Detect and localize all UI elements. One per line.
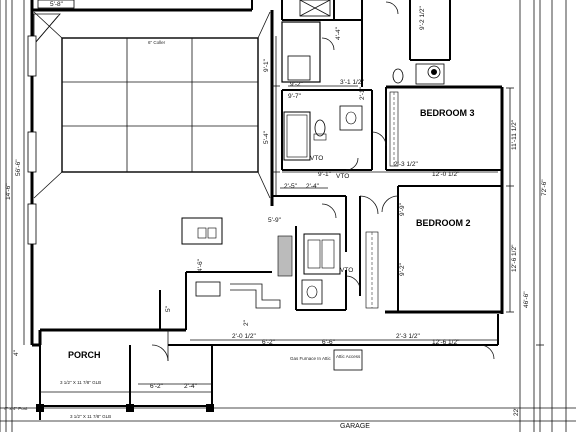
attic-access-box [333, 349, 363, 371]
dim-5-9: 5'-9" [268, 217, 282, 224]
great-room-ceiling-grid [33, 11, 271, 199]
attic-access-label: Attic Access [336, 354, 361, 359]
dim-4: 4" [13, 349, 20, 356]
dim-6-6: 6'-6" [322, 339, 336, 346]
dim-top-left: 5'-8" [50, 1, 64, 8]
hallway [272, 195, 379, 296]
dim-9-1b: 9'-1" [318, 171, 332, 178]
dim-4-4: 4'-4" [335, 26, 342, 40]
bedroom-3 [386, 91, 502, 171]
dim-5: 5" [165, 305, 172, 312]
dim-2-3-a: 2'-3 1/2" [394, 161, 418, 168]
dim-11-11: 11'-11 1/2" [511, 119, 518, 150]
dim-6-2: 6'-2" [262, 339, 276, 346]
dim-2-4b: 2'-4" [184, 383, 198, 390]
dim-right-46: 46'-6" [523, 291, 530, 308]
bedroom-2-label: BEDROOM 2 [416, 218, 471, 228]
dim-9-2b: 9'-2" [399, 262, 406, 276]
dim-left-56: 56'-6" [15, 159, 22, 176]
porch [36, 330, 214, 420]
dim-12-6: 12'-6 1/2" [511, 244, 518, 272]
garage-label: GARAGE [340, 423, 370, 430]
dim-9-9: 9'-9" [399, 202, 406, 216]
dim-12-0: 12'-0 1/2" [432, 171, 460, 178]
post-note: 4" x 4" Post [4, 406, 28, 411]
dimension-ticks [272, 85, 544, 346]
door-swings-upper [321, 1, 399, 171]
left-wall-windows [27, 35, 37, 245]
dim-2-0: 2'-0 1/2" [232, 333, 256, 340]
dim-9-7: 9'-7" [288, 93, 302, 100]
dim-left-14: 14'-6" [5, 183, 12, 200]
ceiling-note: 6" Coller [148, 40, 166, 45]
dim-right-22: 22' [513, 408, 520, 416]
kitchen-area [159, 217, 361, 330]
dim-5-4: 5'-4" [263, 130, 270, 144]
bedroom-2 [365, 185, 502, 312]
corner-fireplace [33, 13, 61, 46]
dim-9-2: 9'-2" [290, 81, 304, 88]
upper-bath-area [281, 0, 445, 171]
vto-label-2: VTO [310, 155, 323, 162]
dim-3-1: 3'-1 1/2" [340, 79, 364, 86]
dim-4-6: 4'-6" [197, 258, 204, 272]
beam-note-2: 3 1/2" X 11 7/8" GLB [70, 414, 111, 419]
vto-label-1: VTO [336, 173, 349, 180]
dim-2-3-b: 2'-3 1/2" [396, 333, 420, 340]
bedroom-3-label: BEDROOM 3 [420, 108, 475, 118]
top-left-dim-box [37, 0, 75, 9]
dim-2-5: 2'-5" [284, 183, 298, 190]
exterior-walls [30, 0, 504, 347]
dim-2: 2" [243, 319, 250, 326]
dim-2-4: 2'-4" [306, 183, 320, 190]
dimension-lines [23, 0, 541, 432]
furnace-note: Gas Furnace In Attic [290, 356, 332, 361]
dim-right-72: 72'-6" [541, 179, 548, 196]
dim-12-6b: 12'-6 1/2" [432, 339, 460, 346]
porch-label: PORCH [68, 350, 101, 360]
beam-note-1: 3 1/2" X 11 7/8" GLB [60, 380, 101, 385]
dim-6-2b: 6'-2" [150, 383, 164, 390]
dim-9-1: 9'-1" [263, 58, 270, 72]
dim-top-9-2: 9'-2 1/2" [419, 6, 426, 30]
dim-2-1: 2'-1" [359, 86, 366, 100]
